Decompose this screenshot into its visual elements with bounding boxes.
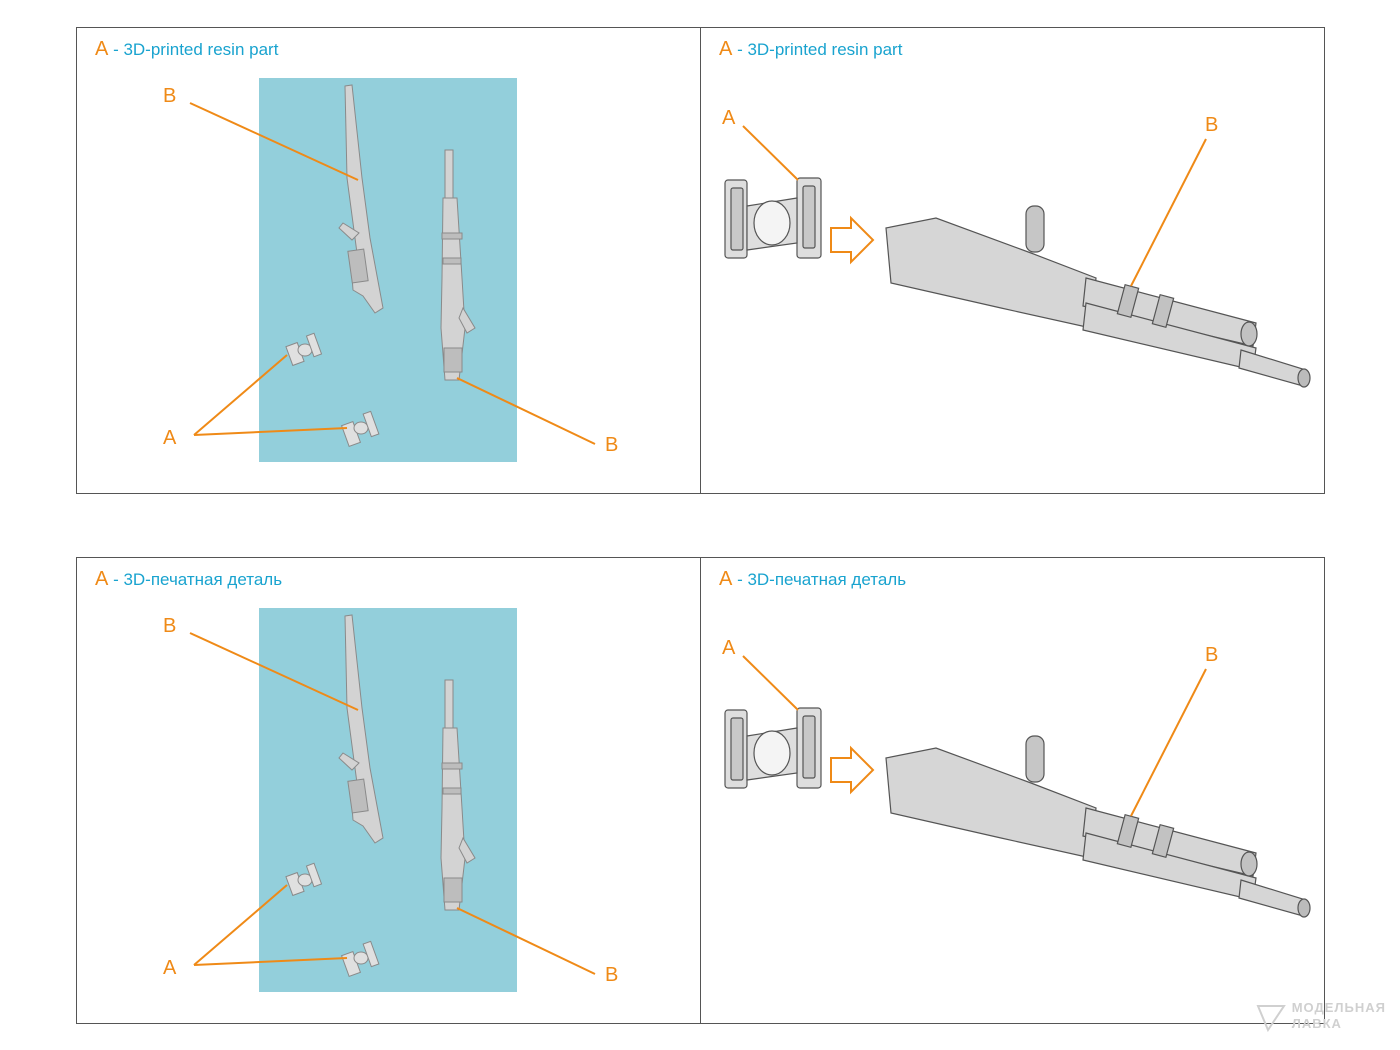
resin-part-b-tilted [338,84,384,314]
machine-gun-part-b [885,735,1311,918]
panel-divider [700,28,701,493]
callout-leaders [189,632,596,975]
insert-arrow [830,215,875,265]
machine-gun-part-b [885,205,1311,388]
instruction-frame-english: A - 3D-printed resin part [76,27,1325,494]
insert-arrow [830,745,875,795]
resin-part-b-tilted [338,614,384,844]
print-layout-illustration [189,608,596,992]
resin-print-plate [259,608,517,992]
mount-bracket-part-a [724,177,822,259]
callout-label-b: B [163,85,177,107]
caption-text: 3D-printed resin part [123,40,279,59]
callout-label-a: A [722,107,736,129]
resin-print-plate [259,78,517,462]
callout-label-a: A [163,957,177,979]
resin-part-a-1 [285,332,323,367]
print-layout-illustration [189,78,596,462]
caption-letter: A [95,38,109,60]
callout-label-b: B [605,964,619,986]
assembly-illustration [724,125,1311,388]
panel-divider [700,558,701,1023]
callout-label-b: B [1205,644,1219,666]
callout-label-a: A [163,427,177,449]
print-layout-panel: A - 3D-printed resin part [77,28,700,493]
callout-leaders [189,102,596,445]
caption-text: 3D-printed resin part [747,40,903,59]
print-layout-panel: A - 3D-печатная деталь [77,558,700,1023]
callout-label-b: B [1205,114,1219,136]
watermark-line1: МОДЕЛЬНАЯ [1291,1000,1386,1015]
caption-letter: A [719,38,733,60]
assembly-illustration [724,655,1311,918]
callout-label-b: B [605,434,619,456]
callout-label-b: B [163,615,177,637]
panel-caption: A - 3D-печатная деталь [719,568,907,590]
resin-part-b-vertical [440,679,476,911]
assembly-panel: A - 3D-printed resin part [701,28,1325,493]
assembly-panel: A - 3D-печатная деталь [701,558,1325,1023]
caption-text: 3D-печатная деталь [747,570,907,589]
watermark: МОДЕЛЬНАЯ ЛАВКА [1256,1000,1386,1032]
callout-leaders [742,655,1207,817]
caption-text: 3D-печатная деталь [123,570,283,589]
panel-caption: A - 3D-печатная деталь [95,568,283,590]
callout-label-a: A [722,637,736,659]
mount-bracket-part-a [724,707,822,789]
caption-letter: A [719,568,733,590]
instruction-frame-russian: A - 3D-печатная деталь [76,557,1325,1024]
caption-letter: A [95,568,109,590]
panel-caption: A - 3D-printed resin part [95,38,279,60]
resin-part-a-1 [285,862,323,897]
panel-caption: A - 3D-printed resin part [719,38,903,60]
watermark-logo-icon [1256,1005,1286,1032]
callout-leaders [742,125,1207,287]
watermark-line2: ЛАВКА [1291,1016,1342,1031]
